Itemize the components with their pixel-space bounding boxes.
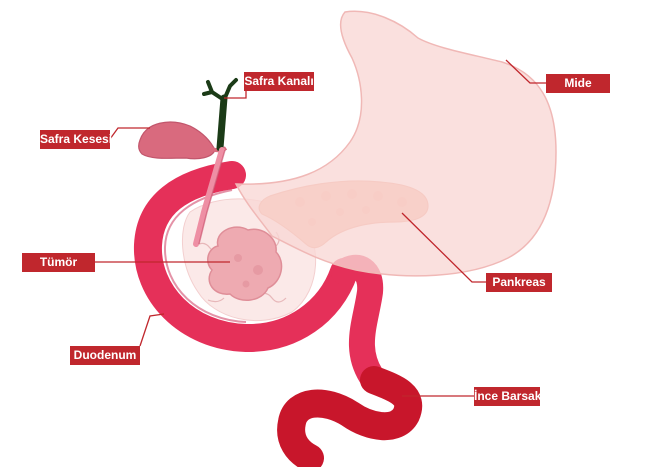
bile-duct-branch [204, 80, 236, 100]
tumor-texture [234, 254, 242, 262]
label-duodenum: Duodenum [70, 346, 140, 365]
stomach [236, 11, 556, 276]
label-bile-duct: Safra Kanalı [244, 72, 314, 91]
tumor-texture [243, 281, 250, 288]
tumor-texture [253, 265, 263, 275]
gallbladder [139, 122, 215, 159]
small-intestine [291, 380, 408, 458]
label-gallbladder: Safra Kesesi [40, 130, 110, 149]
label-small-intestine: İnce Barsak [474, 387, 540, 406]
label-pancreas: Pankreas [486, 273, 552, 292]
leader-line-duodenum [140, 314, 164, 346]
bile-duct [220, 98, 224, 148]
label-tumor: Tümör [22, 253, 95, 272]
label-stomach: Mide [546, 74, 610, 93]
